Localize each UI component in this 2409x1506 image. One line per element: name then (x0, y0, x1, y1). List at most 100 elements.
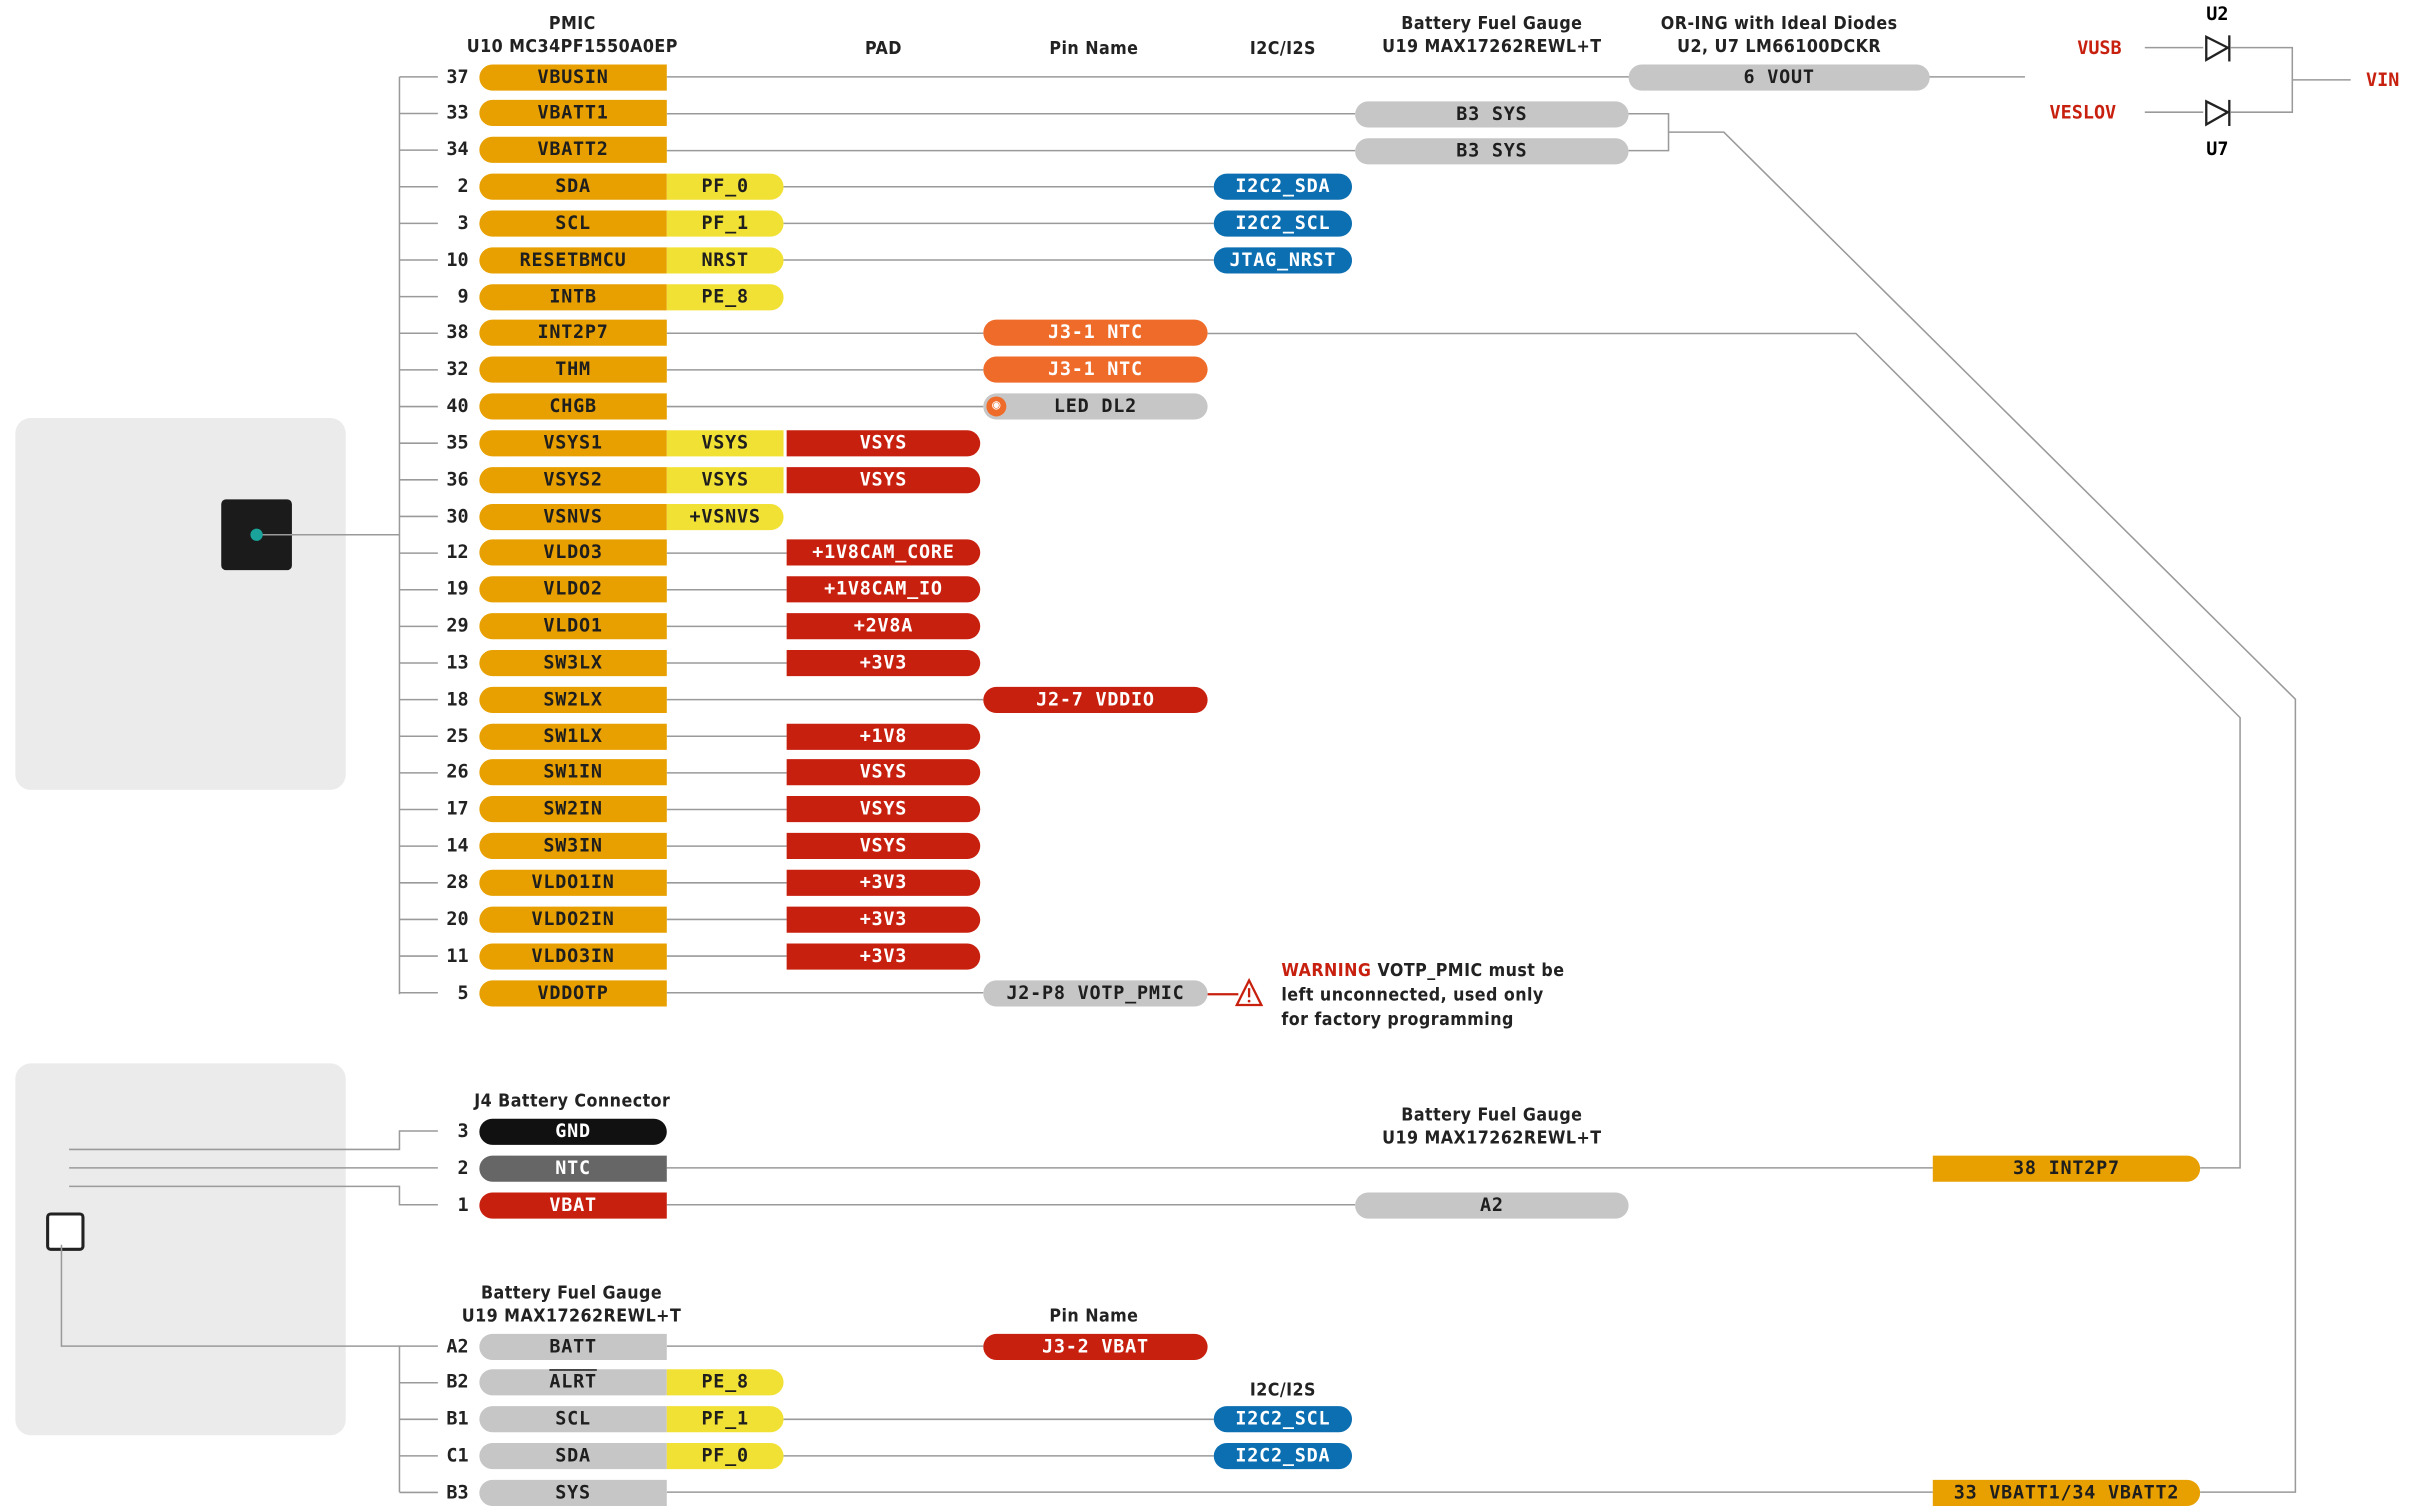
pin-number: A2 (446, 1334, 469, 1357)
pmic-pin-sda: SDA (479, 173, 667, 200)
pin-j2-7-vddio: J2-7 VDDIO (983, 686, 1208, 713)
pmic-pin-vldo3in: VLDO3IN (479, 943, 667, 970)
pin-number: 33 (446, 101, 469, 124)
warning-icon (1207, 977, 1264, 1007)
vin-label: VIN (2366, 69, 2400, 91)
i2c-i2c2_scl: I2C2_SCL (1213, 210, 1353, 237)
pin-number: 3 (457, 1119, 469, 1141)
fg-pad-pf0: PF_0 (666, 1442, 784, 1469)
pin-number: B2 (446, 1371, 469, 1393)
u7-label: U7 (2206, 138, 2229, 160)
rail-vsys: VSYS (786, 466, 981, 493)
rail-vsys: VSYS (786, 796, 981, 823)
battery-pin-gnd: GND (479, 1117, 667, 1145)
rail-vsys: VSYS (786, 833, 981, 860)
warning-line-3: for factory programming (1281, 1008, 1514, 1030)
target-a2: A2 (1355, 1192, 1629, 1219)
pmic-pin-vbatt1: VBATT1 (479, 100, 667, 127)
fuel-gauge-pin-scl: SCL (479, 1406, 667, 1433)
pin-number: 38 (446, 321, 469, 344)
pmic-pin-vddotp: VDDOTP (479, 979, 667, 1006)
pin-number: 25 (446, 724, 469, 747)
pmic-pin-sw2in: SW2IN (479, 796, 667, 823)
pmic-pin-vbatt2: VBATT2 (479, 137, 667, 164)
pmic-pin-chgb: CHGB (479, 393, 667, 420)
pin-number: 40 (446, 395, 469, 417)
pin-number: 10 (446, 248, 469, 270)
pmic-pin-intb: INTB (479, 283, 667, 310)
pin-number: 35 (446, 431, 469, 454)
pin-number: C1 (446, 1444, 469, 1466)
pin-number: 12 (446, 541, 469, 564)
pin-name-header-2: Pin Name (1049, 1304, 1139, 1327)
led-icon: ◉ (986, 396, 1007, 417)
pin-number: 5 (457, 981, 469, 1003)
pmic-pin-sw1in: SW1IN (479, 759, 667, 786)
veslov-label: VESLOV (2049, 101, 2117, 123)
pad-vsys: VSYS (666, 430, 784, 457)
fg-pad-pe8: PE_8 (666, 1369, 784, 1396)
pmic-pin-vldo1in: VLDO1IN (479, 869, 667, 896)
pin-number: 20 (446, 907, 469, 930)
diode-icon (2205, 35, 2231, 127)
i2c-header: I2C/I2S (1249, 36, 1316, 59)
pmic-subtitle: U10 MC34PF1550A0EP (466, 35, 678, 57)
pin-led-dl2: LED DL2 (983, 393, 1208, 420)
pin-number: 17 (446, 798, 469, 820)
pmic-pin-sw1lx: SW1LX (479, 723, 667, 750)
fg-pin-j3-2-vbat: J3-2 VBAT (983, 1333, 1208, 1360)
warning-note: WARNING VOTP_PMIC must be left unconnect… (1281, 957, 1564, 1031)
pad-vsys: VSYS (666, 466, 784, 493)
warning-word: WARNING (1281, 958, 1372, 981)
rail-vsys: VSYS (786, 759, 981, 786)
pmic-title: PMIC (548, 12, 596, 34)
pin-number: 28 (446, 871, 469, 893)
pad-vsnvs: +VSNVS (666, 503, 784, 530)
warning-line-2: left unconnected, used only (1281, 983, 1544, 1006)
fuel-gauge-b3-sys-a: B3 SYS (1355, 101, 1629, 128)
pad-pf1: PF_1 (666, 210, 784, 237)
pmic-pin-int2p7: INT2P7 (479, 320, 667, 347)
pmic-pin-vldo3: VLDO3 (479, 540, 667, 567)
fuel-gauge-title: Battery Fuel Gauge (1401, 12, 1583, 34)
fuel-gauge-3-title: Battery Fuel Gauge (480, 1281, 663, 1304)
pmic-pin-thm: THM (479, 356, 667, 383)
pin-number: 19 (446, 578, 469, 600)
fuel-gauge-pin-sys: SYS (479, 1479, 667, 1506)
pin-number: 3 (457, 211, 469, 234)
pmic-pin-vldo2in: VLDO2IN (479, 906, 667, 933)
rail-1v8: +1V8 (786, 723, 981, 750)
pmic-pin-resetbmcu: RESETBMCU (479, 246, 667, 274)
pin-number: 37 (446, 65, 469, 87)
pin-number: B1 (446, 1407, 469, 1430)
pmic-pin-scl: SCL (479, 210, 667, 237)
pmic-pin-sw2lx: SW2LX (479, 686, 667, 713)
pin-number: 34 (446, 138, 469, 161)
fuel-gauge-pin-batt: BATT (479, 1333, 667, 1360)
pin-name-header: Pin Name (1049, 36, 1139, 59)
j4-header: J4 Battery Connector (474, 1089, 671, 1112)
pin-number: 29 (446, 614, 469, 637)
pin-number: 30 (446, 504, 469, 527)
rail-3v3: +3V3 (786, 869, 981, 896)
fg-i2c-i2c2_scl: I2C2_SCL (1213, 1406, 1353, 1433)
fg-pad-pf1: PF_1 (666, 1406, 784, 1433)
pin-j2-p8-votp-pmic: J2-P8 VOTP_PMIC (983, 979, 1208, 1006)
pin-number: 36 (446, 468, 469, 490)
pad-header: PAD (864, 36, 902, 59)
oring-title: OR-ING with Ideal Diodes (1660, 12, 1898, 34)
i2c-header-2: I2C/I2S (1249, 1378, 1316, 1400)
pmic-pin-sw3in: SW3IN (479, 833, 667, 860)
pmic-pin-vsys2: VSYS2 (479, 466, 667, 493)
pad-pf0: PF_0 (666, 173, 784, 200)
fg-far-target: 33 VBATT1/34 VBATT2 (1932, 1479, 2201, 1506)
pin-number: 18 (446, 688, 469, 710)
rail-3v3: +3V3 (786, 649, 981, 677)
fuel-gauge-pin-alrt: ALRT (479, 1369, 667, 1396)
pmic-pin-sw3lx: SW3LX (479, 649, 667, 677)
